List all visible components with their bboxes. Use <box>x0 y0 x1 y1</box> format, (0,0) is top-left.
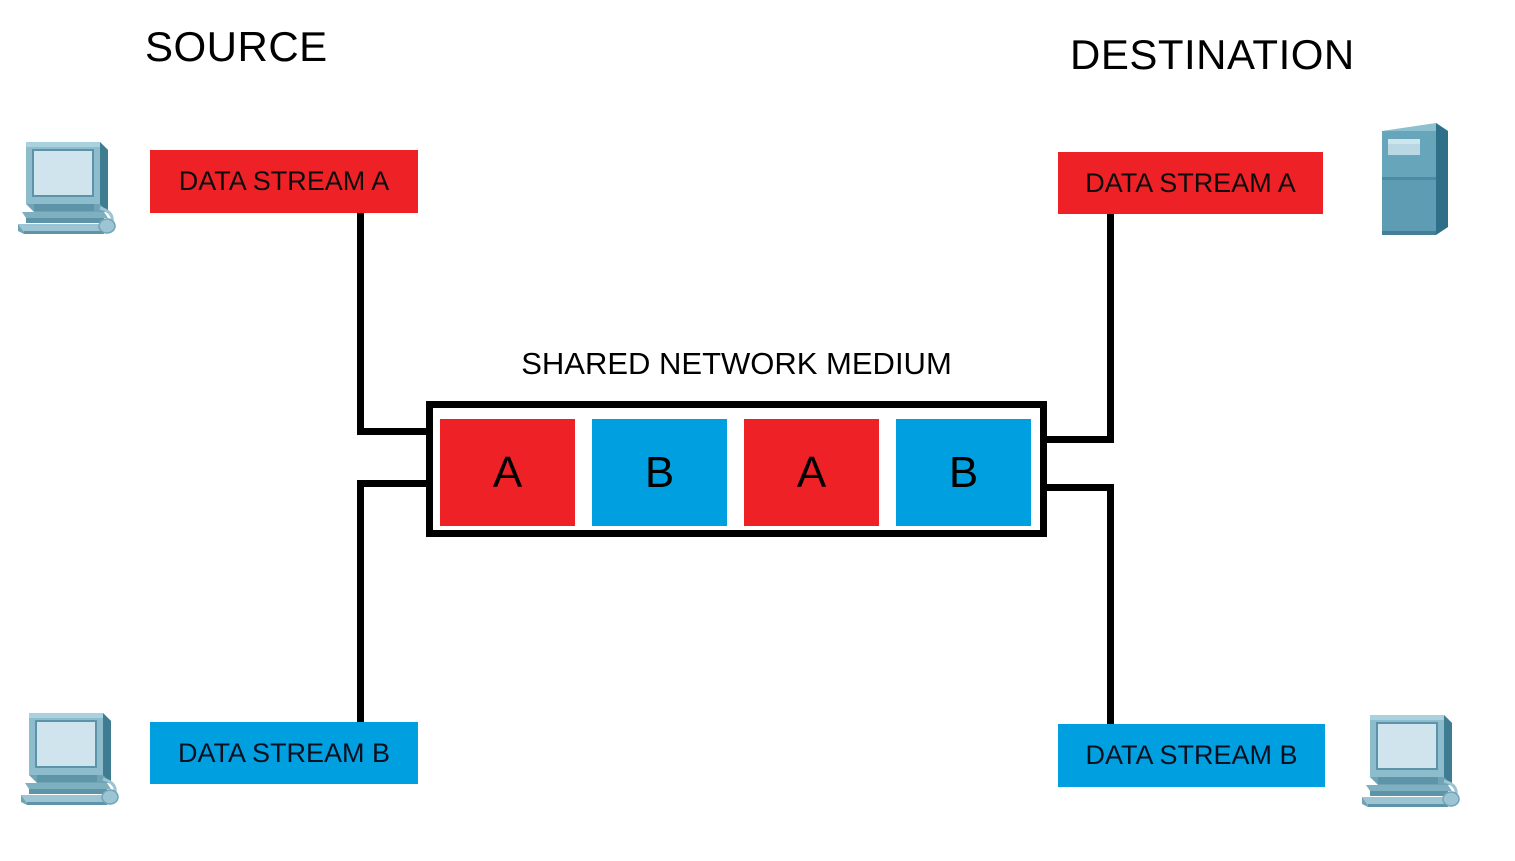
desktop-computer-icon <box>1356 707 1460 813</box>
desktop-computer-icon <box>12 134 116 240</box>
packet-block: B <box>592 419 727 526</box>
connector-destination-stream-b-horizontal <box>1042 484 1114 491</box>
server-tower-icon <box>1374 117 1456 245</box>
packet-block: A <box>744 419 879 526</box>
connector-destination-stream-a-horizontal <box>1042 436 1114 443</box>
packet-sequence: A B A B <box>440 419 1040 526</box>
connector-source-stream-b-horizontal <box>357 480 433 487</box>
destination-data-stream-a-box: DATA STREAM A <box>1058 152 1323 214</box>
packet-block: B <box>896 419 1031 526</box>
desktop-computer-icon <box>15 705 119 811</box>
destination-title: DESTINATION <box>1070 31 1355 78</box>
shared-network-medium-label: SHARED NETWORK MEDIUM <box>521 346 952 381</box>
source-data-stream-a-box: DATA STREAM A <box>150 150 418 213</box>
source-title: SOURCE <box>145 23 328 70</box>
packet-block: A <box>440 419 575 526</box>
connector-source-stream-a-vertical <box>357 212 364 435</box>
connector-destination-stream-a-vertical <box>1107 213 1114 443</box>
shared-network-medium-box: A B A B <box>426 401 1047 537</box>
destination-data-stream-b-box: DATA STREAM B <box>1058 724 1325 787</box>
source-data-stream-b-box: DATA STREAM B <box>150 722 418 784</box>
connector-source-stream-b-vertical <box>357 480 364 726</box>
connector-destination-stream-b-vertical <box>1107 484 1114 728</box>
connector-source-stream-a-horizontal <box>357 428 433 435</box>
